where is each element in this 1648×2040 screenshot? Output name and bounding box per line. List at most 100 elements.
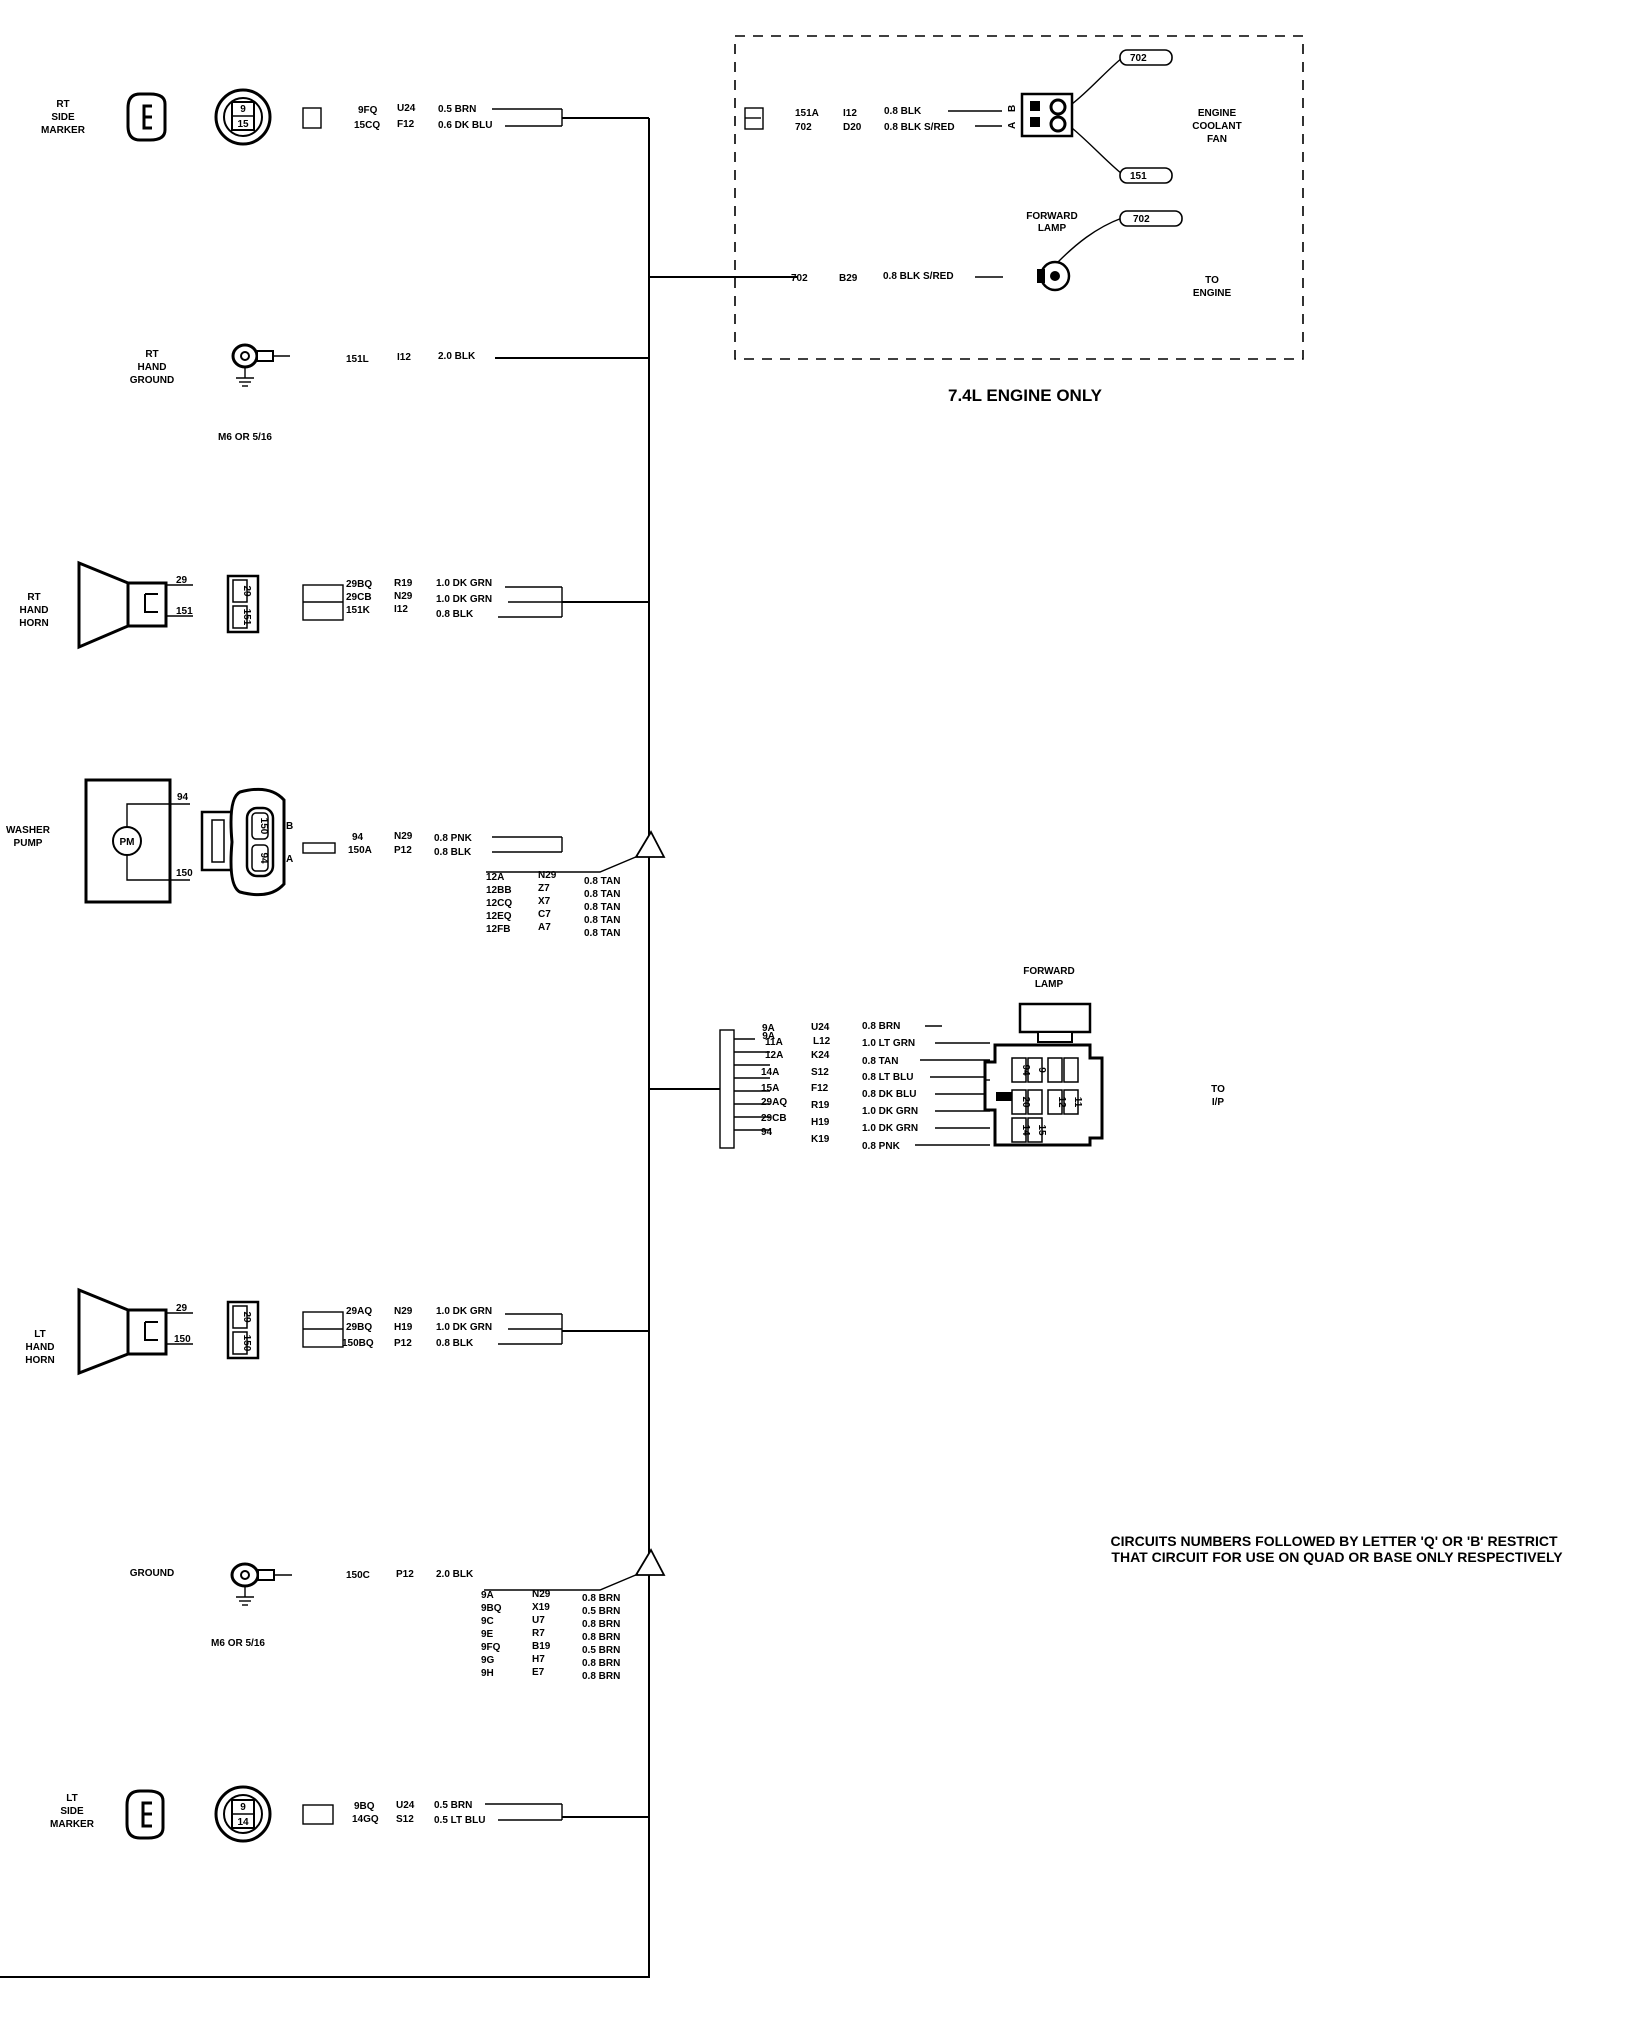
svg-text:29: 29: [176, 575, 188, 586]
wire-code: N29: [532, 1589, 551, 1600]
component-label: HAND: [138, 362, 167, 373]
destination-label: ENGINE: [1193, 288, 1232, 299]
horn-icon: 29 150: [77, 1287, 193, 1376]
wire-code: P12: [394, 845, 412, 856]
wire-color: 0.8 PNK: [434, 833, 473, 844]
horn-connector-icon: 29 151: [226, 574, 260, 634]
wire-circuit: 15CQ: [354, 120, 380, 131]
component-label: GROUND: [130, 1568, 174, 1579]
wire-color: 0.8 LT BLU: [862, 1072, 913, 1083]
wire-circuit: 702: [791, 273, 808, 284]
svg-text:29: 29: [241, 585, 252, 597]
pin-letter: A: [1007, 122, 1018, 129]
wire-code: U7: [532, 1615, 545, 1626]
pin-letter: B: [1007, 105, 1018, 112]
wire-color: 0.8 TAN: [584, 902, 621, 913]
wire-color: 0.8 BLK: [884, 106, 922, 117]
svg-text:20: 20: [1020, 1096, 1031, 1108]
component-label: GROUND: [130, 375, 174, 386]
lt-side-marker-group: LT SIDE MARKER 9 14 9BQ 14GQ U24 S12 0.5…: [50, 1785, 563, 1843]
svg-text:94: 94: [177, 792, 189, 803]
component-label: LT: [66, 1793, 77, 1804]
ground-eyelet-icon: [230, 1562, 292, 1606]
component-label: WASHER: [6, 825, 51, 836]
wire-color: 2.0 BLK: [436, 1569, 474, 1580]
note-line: CIRCUITS NUMBERS FOLLOWED BY LETTER 'Q' …: [1110, 1533, 1558, 1549]
component-label: LAMP: [1038, 223, 1067, 234]
component-label: ENGINE: [1198, 108, 1237, 119]
wire-color: 1.0 DK GRN: [436, 1322, 492, 1333]
component-label: RT: [56, 99, 69, 110]
svg-text:150: 150: [174, 1334, 191, 1345]
component-label: HORN: [25, 1355, 54, 1366]
wire-color: 0.8 TAN: [862, 1056, 899, 1067]
wire-circuit: 9G: [481, 1655, 495, 1666]
component-label: LT: [34, 1329, 45, 1340]
wire-circuit: 29BQ: [346, 1322, 372, 1333]
wire-code: R19: [394, 578, 413, 589]
engine-option-box: 7.4L ENGINE ONLY: [734, 35, 1304, 405]
component-label: HAND: [26, 1342, 55, 1353]
forward-lamp-ip-connector-icon: 94 9 20 12 11 14 15: [983, 1002, 1104, 1147]
svg-text:9: 9: [240, 1802, 246, 1813]
wire-code: U24: [396, 1800, 415, 1811]
svg-text:150: 150: [258, 818, 269, 835]
component-label: HORN: [19, 618, 48, 629]
svg-text:9: 9: [240, 104, 246, 115]
wire-color: 1.0 DK GRN: [436, 594, 492, 605]
component-label: SIDE: [51, 112, 75, 123]
wire-code: F12: [397, 119, 415, 130]
wire-code: N29: [394, 831, 413, 842]
svg-text:94: 94: [258, 852, 269, 864]
wire-circuit: 9E: [481, 1629, 494, 1640]
wire-circuit: 29AQ: [346, 1306, 372, 1317]
wire-circuit: 9H: [481, 1668, 494, 1679]
wire-circuit: 9FQ: [481, 1642, 501, 1653]
component-label: RT: [27, 592, 40, 603]
splice-tag-702: 702: [1119, 49, 1173, 66]
splice-tag-151: 151: [1119, 167, 1173, 184]
lt-hand-horn-group: LT HAND HORN 29 150 29 150 29AQ 29BQ 150…: [25, 1287, 563, 1376]
wire-color: 0.8 BRN: [582, 1671, 620, 1682]
wire-color: 0.5 LT BLU: [434, 1815, 485, 1826]
wire-code: Z7: [538, 883, 550, 894]
rt-side-marker-group: RT SIDE MARKER 9 15 9FQ 15CQ U24 F12 0.5…: [41, 88, 563, 146]
engine-forward-lamp-group: FORWARD LAMP 702 B29 0.8 BLK S/RED 702 T…: [791, 210, 1232, 299]
forward-lamp-ip-group: 9A 11A 9A 11A 12A 14A 15A 29AQ 29CB 94 U…: [719, 966, 1225, 1152]
wire-circuit: 29AQ: [761, 1097, 787, 1108]
wire-color: 0.8 BRN: [862, 1021, 900, 1032]
side-marker-connector-icon: 9 14: [214, 1785, 272, 1843]
wire-circuit: 9A: [762, 1031, 775, 1042]
destination-label: I/P: [1212, 1097, 1225, 1108]
wire-circuit: 15A: [761, 1083, 779, 1094]
wire-code: R7: [532, 1628, 545, 1639]
washer-pump-icon: PM 94 150: [84, 778, 193, 904]
wire-color: 0.8 PNK: [862, 1141, 901, 1152]
wire-code: C7: [538, 909, 551, 920]
wire-circuit: 9FQ: [358, 105, 378, 116]
component-label: FORWARD: [1023, 966, 1074, 977]
wire-color: 0.8 BLK: [434, 847, 472, 858]
wire-circuit: 9A: [481, 1590, 494, 1601]
wire-code: H7: [532, 1654, 545, 1665]
engine-option-label: 7.4L ENGINE ONLY: [948, 386, 1103, 405]
wire-color: 0.8 BLK S/RED: [884, 122, 955, 133]
svg-text:15: 15: [237, 119, 249, 130]
wire-circuit: 29BQ: [346, 579, 372, 590]
note-line: THAT CIRCUIT FOR USE ON QUAD OR BASE ONL…: [1111, 1549, 1563, 1565]
wire-circuit: 29CB: [761, 1113, 787, 1124]
wire-code: N29: [394, 591, 413, 602]
svg-text:29: 29: [241, 1311, 252, 1323]
component-label: HAND: [20, 605, 49, 616]
stud-size-label: M6 OR 5/16: [218, 432, 272, 443]
wire-code: I12: [843, 108, 857, 119]
wire-color: 0.8 TAN: [584, 876, 621, 887]
destination-label: TO: [1205, 275, 1219, 286]
washer-pump-group: WASHER PUMP PM 94 150 150 94 B A 94 150A…: [6, 778, 563, 904]
wire-color: 0.5 BRN: [582, 1606, 620, 1617]
wire-circuit: 150C: [346, 1570, 370, 1581]
wire-code: L12: [813, 1036, 831, 1047]
stud-size-label: M6 OR 5/16: [211, 1638, 265, 1649]
wire-circuit: 12FB: [486, 924, 510, 935]
